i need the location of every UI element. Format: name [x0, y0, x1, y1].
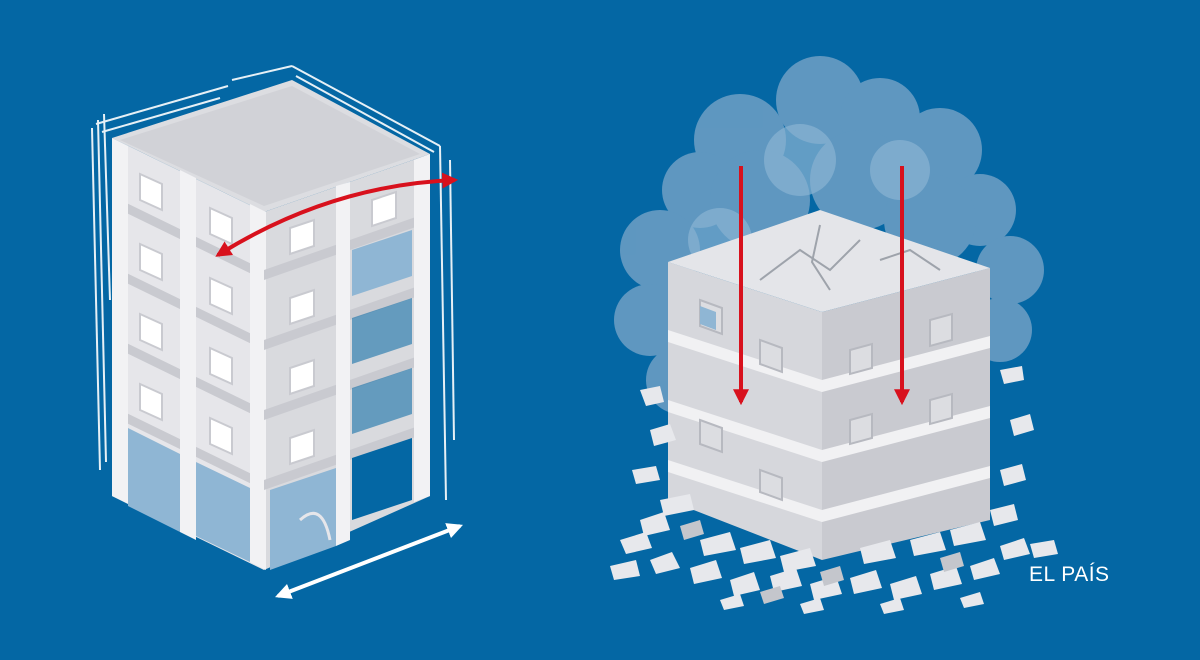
- white-ground-arrow: [275, 523, 463, 599]
- swaying-building: [91, 65, 463, 599]
- collapsing-building: [610, 56, 1058, 614]
- red-sway-arrow: [215, 172, 459, 257]
- debris: [610, 366, 1058, 614]
- sway-motion-lines: [91, 65, 455, 501]
- collapse-left-facade: [668, 262, 822, 560]
- collapse-roof: [668, 210, 990, 312]
- publisher-credit: EL PAÍS: [1029, 563, 1110, 586]
